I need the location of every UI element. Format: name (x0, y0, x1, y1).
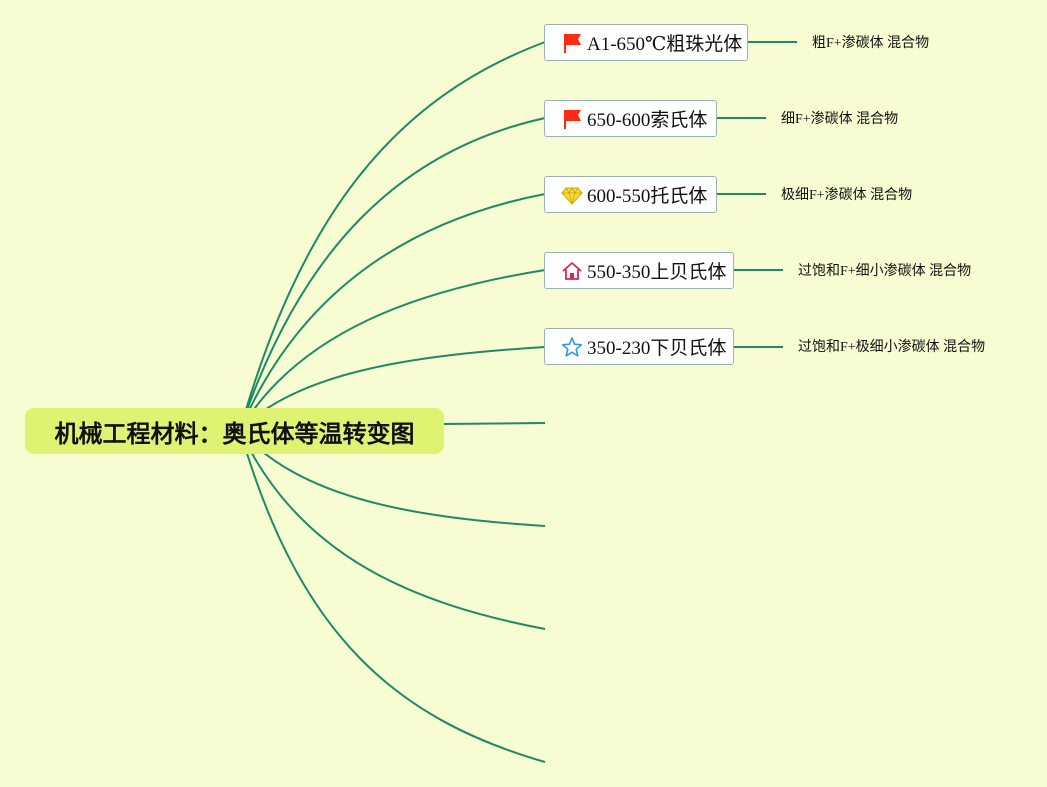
branch-label: 650-600索氏体 (587, 110, 708, 131)
star-icon (561, 336, 583, 358)
connector-branch-9 (239, 429, 546, 763)
branch-label: 550-350上贝氏体 (587, 262, 727, 283)
detail-troostite[interactable]: 极细F+渗碳体 混合物 (781, 188, 913, 203)
connector-branch-1 (239, 41, 546, 431)
connector-branch-6 (443, 422, 546, 425)
branch-node-sorbite[interactable]: 650-600索氏体 (544, 100, 717, 137)
central-topic[interactable]: 机械工程材料：奥氏体等温转变图 (25, 408, 444, 454)
connector-branch-2 (239, 117, 546, 431)
branch-node-upper-bainite[interactable]: 550-350上贝氏体 (544, 252, 734, 289)
diamond-icon (561, 184, 583, 206)
branch-label: A1-650℃粗珠光体 (587, 34, 743, 55)
red-flag-icon (561, 108, 583, 130)
branch-label: 600-550托氏体 (587, 186, 708, 207)
house-icon (561, 260, 583, 282)
detail-lower-bainite[interactable]: 过饱和F+极细小渗碳体 混合物 (798, 340, 986, 355)
connector-branch-7 (239, 429, 546, 527)
detail-sorbite[interactable]: 细F+渗碳体 混合物 (781, 112, 899, 127)
branch-node-troostite[interactable]: 600-550托氏体 (544, 176, 717, 213)
connector-branch-4 (239, 269, 546, 431)
branch-node-pearlite[interactable]: A1-650℃粗珠光体 (544, 24, 748, 61)
detail-upper-bainite[interactable]: 过饱和F+细小渗碳体 混合物 (798, 264, 972, 279)
branch-label: 350-230下贝氏体 (587, 338, 727, 359)
connector-branch-3 (239, 193, 546, 431)
red-flag-icon (561, 32, 583, 54)
branch-node-lower-bainite[interactable]: 350-230下贝氏体 (544, 328, 734, 365)
connector-branch-8 (239, 429, 546, 630)
detail-pearlite[interactable]: 粗F+渗碳体 混合物 (812, 36, 930, 51)
